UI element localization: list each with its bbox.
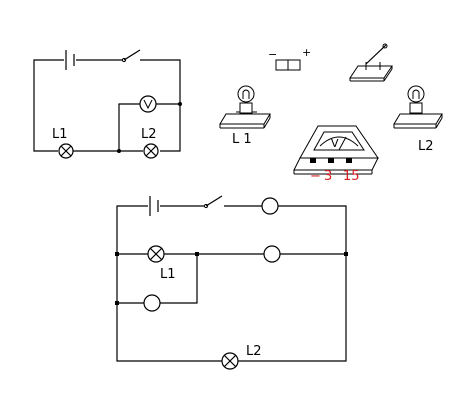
lamp-l2-symbol (143, 143, 159, 159)
component-voltmeter: V − 3 15 (293, 125, 379, 184)
label-l1-bottom: L1 (160, 267, 176, 282)
label-l2-bottom: L2 (246, 344, 262, 359)
bottom-switch-blade (205, 195, 223, 207)
bottom-meter-lower (143, 294, 161, 312)
label-l1-top: L1 (52, 127, 68, 142)
junction-dot (115, 301, 119, 305)
voltmeter-dial-v: V (331, 137, 339, 150)
bottom-meter-middle (263, 245, 281, 263)
bottom-lamp-l1-symbol (147, 245, 165, 263)
circuit-diagram-bottom: L1 L2 (115, 195, 348, 370)
voltmeter-terminal-3 (328, 158, 334, 163)
battery-plus-sign: + (302, 46, 311, 59)
wire-bottom-top-left (116, 205, 222, 362)
component-lamp-l2: L2 (393, 85, 443, 154)
voltmeter-symbol (139, 95, 157, 113)
label-lamp-l1-component: L 1 (232, 132, 252, 147)
wire-lower-right (160, 254, 198, 304)
voltmeter-label-3: 3 (324, 169, 332, 184)
component-switch (349, 43, 393, 82)
label-l2-top: L2 (141, 127, 157, 142)
bottom-lamp-l2-symbol (221, 352, 239, 370)
lamp-l1-symbol (58, 143, 74, 159)
bottom-meter-top (261, 197, 279, 215)
voltmeter-label-minus: − (310, 169, 321, 184)
junction-dot (344, 252, 348, 256)
junction-dot (115, 252, 119, 256)
bottom-switch-pivot (203, 203, 209, 209)
component-lamp-l1: L 1 (219, 85, 271, 147)
junction-dot (195, 252, 199, 256)
wire-voltmeter-branch (118, 103, 140, 151)
voltmeter-terminal-15 (346, 158, 352, 163)
voltmeter-terminal-minus (310, 158, 316, 163)
switch-pivot (121, 57, 127, 63)
label-lamp-l2-component: L2 (418, 139, 434, 154)
junction-dot (178, 102, 182, 106)
battery-minus-sign: − (268, 48, 277, 61)
voltmeter-label-15: 15 (343, 169, 360, 184)
circuit-diagram-top: L1 L2 (33, 49, 182, 159)
switch-blade (123, 49, 141, 61)
component-battery: − + (268, 46, 311, 71)
voltmeter-v-mark (143, 99, 153, 110)
wire-top-left (33, 59, 64, 152)
wire-bottom-top-right (238, 205, 347, 362)
junction-dot (117, 149, 121, 153)
